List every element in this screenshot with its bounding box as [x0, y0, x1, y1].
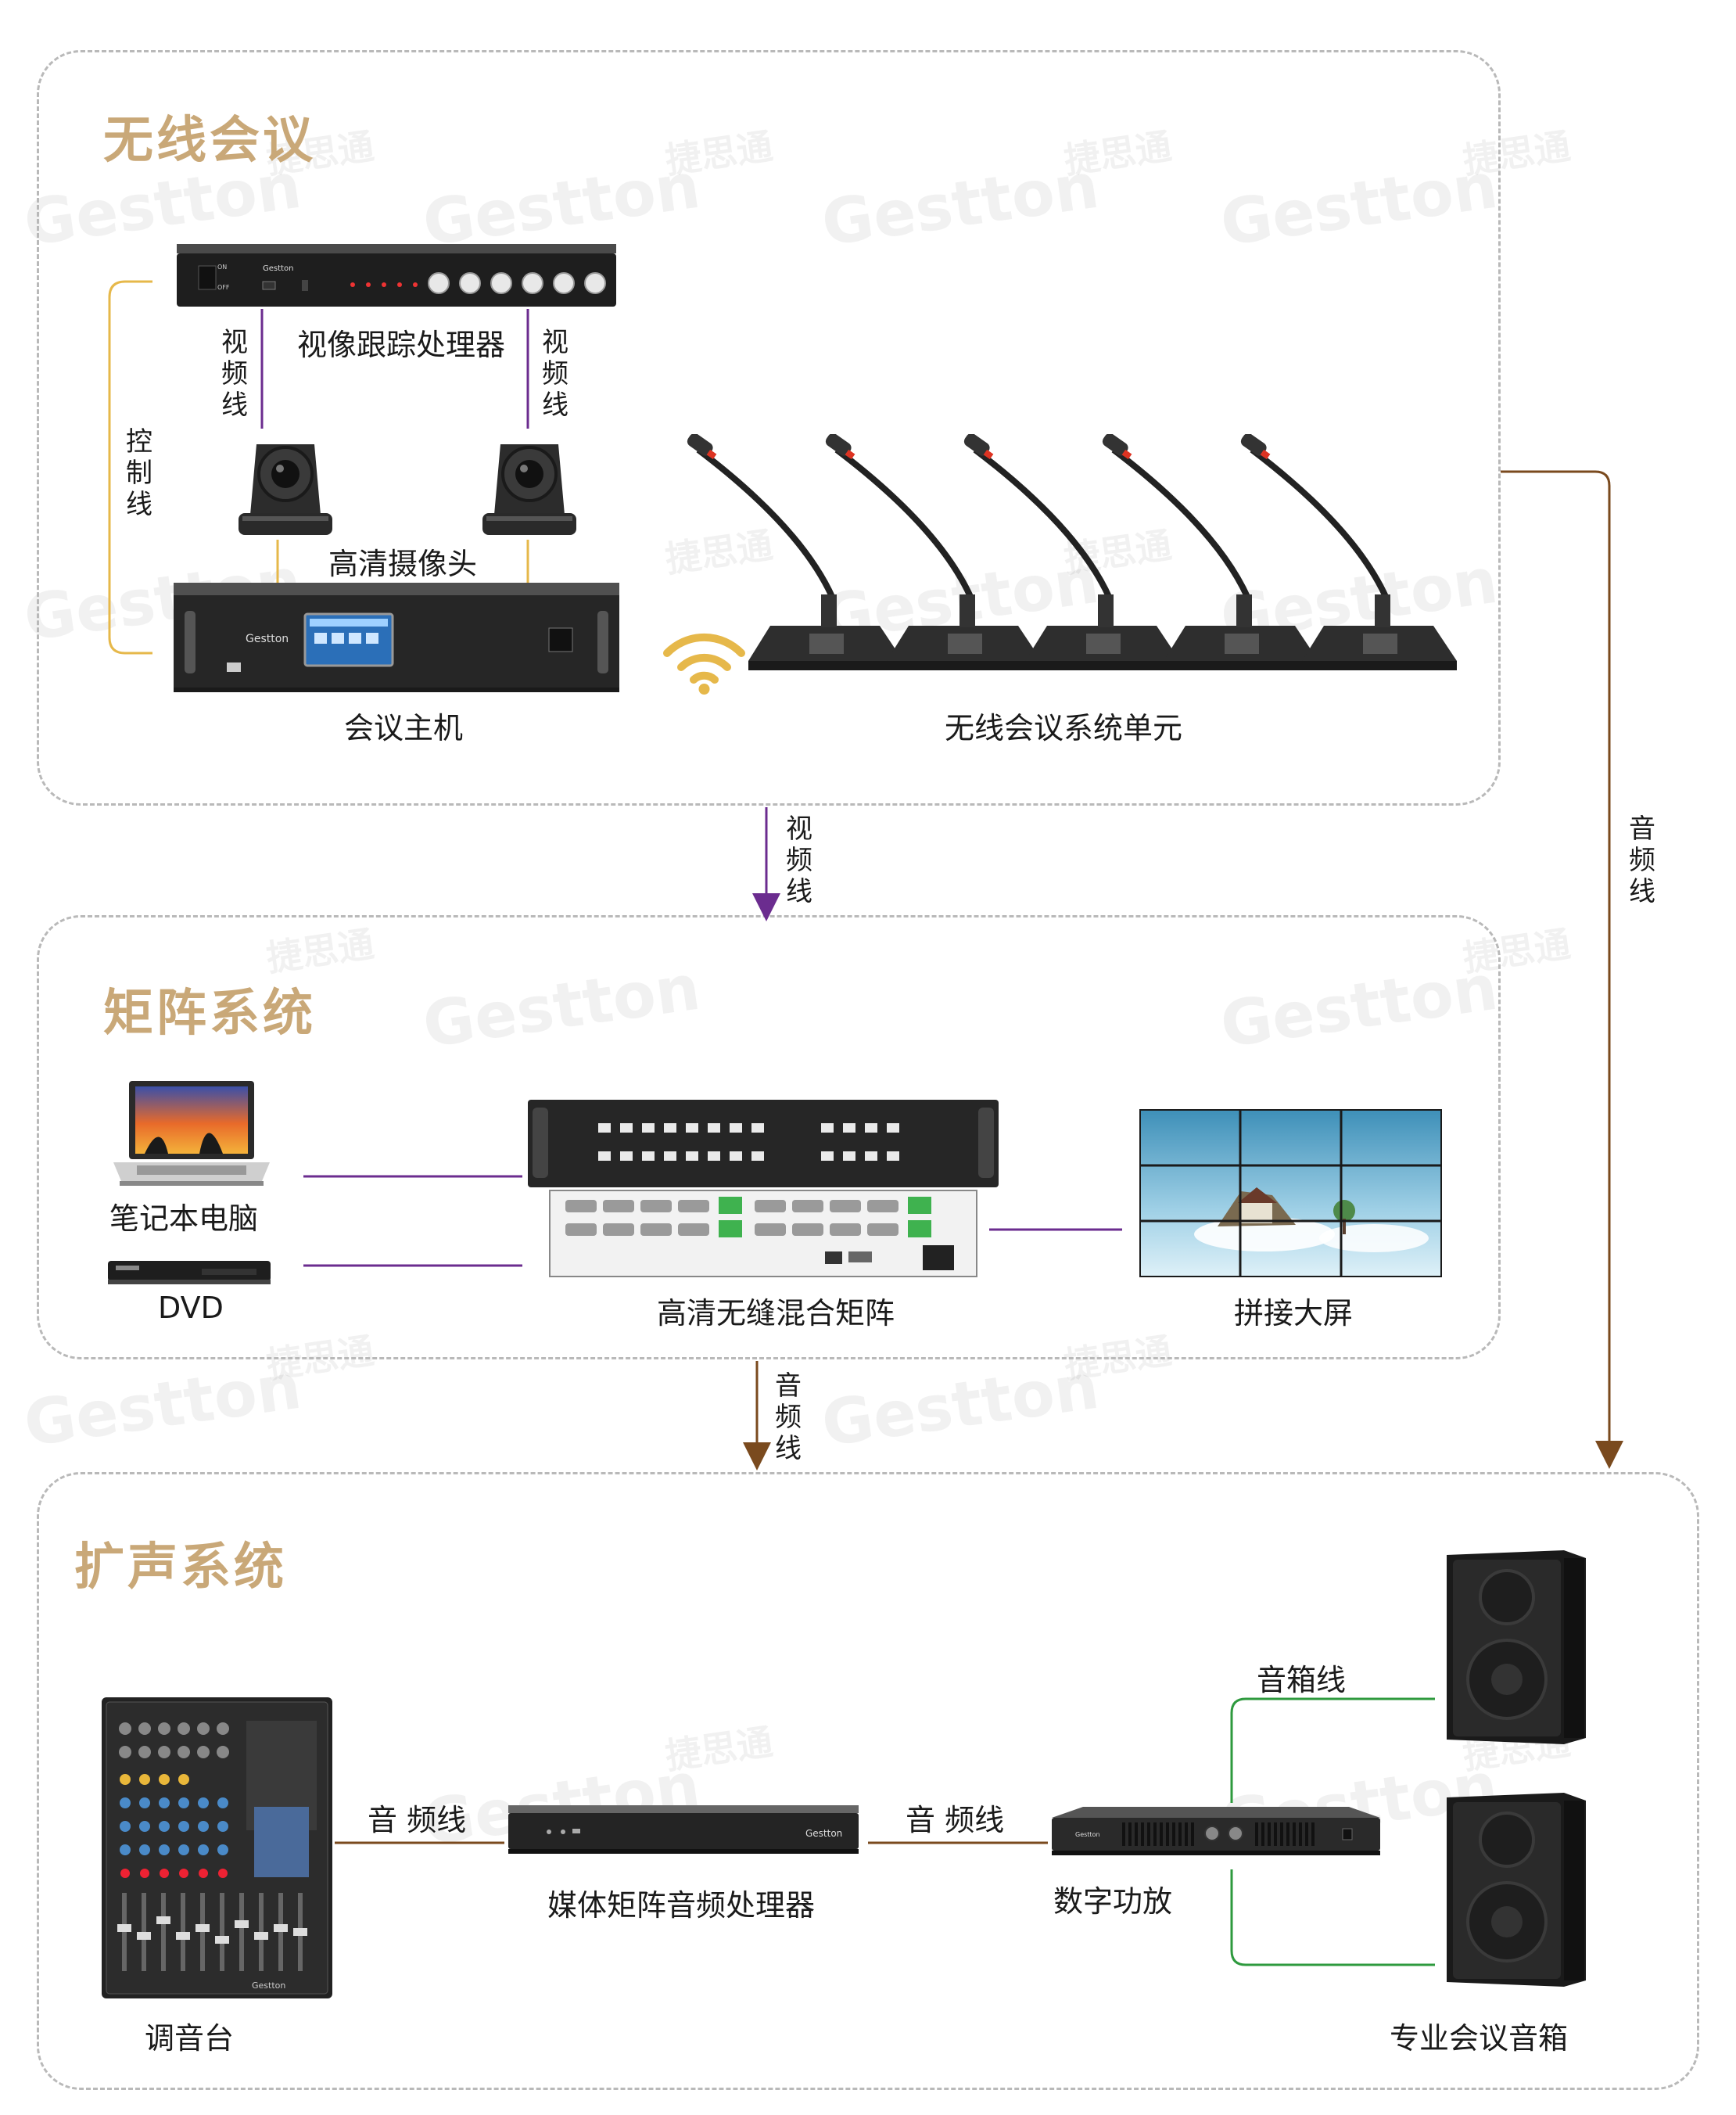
svg-text:OFF: OFF [217, 284, 230, 291]
laptop-device [113, 1081, 270, 1190]
control-line [108, 280, 152, 655]
label-video-line-to-matrix: 视频线 [786, 813, 812, 907]
hd-camera-right [479, 429, 580, 540]
label-audio-line-to-sound: 音频线 [775, 1370, 802, 1464]
label-audio-line-mixer-processor: 音 频线 [368, 1803, 467, 1837]
svg-text:Gestton: Gestton [252, 1980, 285, 1991]
video-tracking-processor-device: ON OFF Gestton [177, 244, 616, 308]
label-video-tracking-processor: 视像跟踪处理器 [297, 328, 506, 362]
svg-text:Gestton: Gestton [246, 633, 289, 645]
label-wireless-units: 无线会议系统单元 [945, 711, 1183, 745]
section-title-sound: 扩声系统 [74, 1539, 287, 1596]
hd-camera-left [235, 429, 336, 540]
speaker-line-top [1230, 1697, 1435, 1803]
svg-text:ON: ON [217, 264, 227, 271]
wireless-unit-3 [961, 433, 1188, 677]
label-mixer: 调音台 [145, 2021, 235, 2056]
speaker-line-bottom [1230, 1869, 1435, 1966]
section-title-matrix: 矩阵系统 [103, 985, 316, 1043]
label-dvd: DVD [158, 1291, 224, 1325]
wifi-icon [659, 622, 749, 696]
wireless-unit-4 [1099, 433, 1326, 677]
dvd-device [108, 1258, 271, 1284]
label-hd-camera: 高清摄像头 [328, 547, 478, 581]
label-laptop: 笔记本电脑 [109, 1201, 259, 1236]
svg-text:Gestton: Gestton [805, 1828, 842, 1839]
wireless-unit-5 [1238, 433, 1465, 677]
label-video-line-left: 视频线 [221, 327, 248, 421]
label-conference-host: 会议主机 [344, 711, 464, 745]
hd-seamless-matrix-device [528, 1098, 999, 1280]
section-sound-system [37, 1472, 1699, 2090]
label-speaker-line: 音箱线 [1257, 1663, 1347, 1697]
label-pro-speakers: 专业会议音箱 [1390, 2021, 1569, 2056]
label-control-line: 控制线 [126, 426, 152, 520]
wireless-unit-1 [684, 433, 911, 677]
pro-speaker-top [1447, 1550, 1586, 1744]
label-video-line-right: 视频线 [542, 327, 569, 421]
media-matrix-audio-processor-device: Gestton [508, 1805, 859, 1854]
svg-text:Gestton: Gestton [1075, 1831, 1100, 1838]
label-media-matrix-audio-processor: 媒体矩阵音频处理器 [547, 1888, 816, 1923]
mixer-device: Gestton [102, 1697, 332, 1998]
label-digital-amplifier: 数字功放 [1053, 1884, 1173, 1919]
label-hd-seamless-matrix: 高清无缝混合矩阵 [657, 1296, 895, 1330]
audio-line-right [1501, 470, 1623, 1469]
section-title-wireless: 无线会议 [103, 112, 316, 170]
digital-amplifier-device: Gestton [1052, 1807, 1380, 1855]
splice-screen-device [1138, 1108, 1444, 1279]
label-splice-screen: 拼接大屏 [1234, 1296, 1354, 1330]
label-audio-line-processor-amp: 音 频线 [906, 1803, 1005, 1837]
pro-speaker-bottom [1447, 1793, 1586, 1987]
svg-text:Gestton: Gestton [263, 264, 293, 273]
wireless-unit-2 [823, 433, 1049, 677]
label-audio-line-right: 音频线 [1629, 813, 1655, 907]
conference-host-device: Gestton [174, 583, 619, 692]
section-wireless-conference [37, 50, 1501, 806]
